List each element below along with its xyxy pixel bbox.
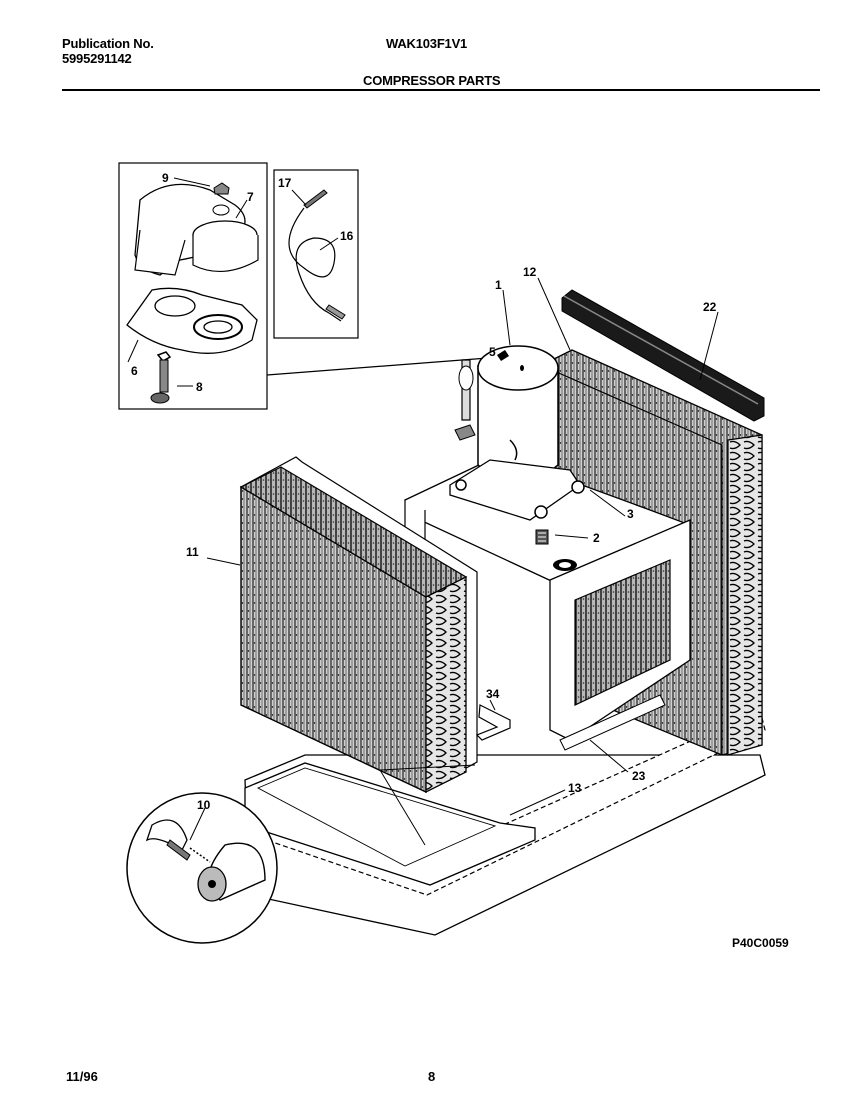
detail-circle	[126, 792, 278, 944]
callout-numbers: 9 7 6 8 17 16 1 12 22 5 3 2 11 34 13 23 …	[131, 171, 717, 812]
callout-23: 23	[632, 769, 646, 783]
publication-number: 5995291142	[62, 51, 132, 66]
callout-16: 16	[340, 229, 354, 243]
callout-34: 34	[486, 687, 500, 701]
callout-9: 9	[162, 171, 169, 185]
callout-11: 11	[186, 545, 199, 559]
sensor-inset	[273, 169, 359, 339]
callout-10: 10	[197, 798, 211, 812]
publication-label: Publication No.	[62, 36, 154, 51]
callout-12: 12	[523, 265, 537, 279]
inset-leader	[266, 357, 489, 376]
drain-tray	[244, 762, 536, 886]
callout-7: 7	[247, 190, 254, 204]
evaporator-coil	[239, 456, 478, 846]
callout-8: 8	[196, 380, 203, 394]
callout-13: 13	[568, 781, 582, 795]
divider-frame	[549, 519, 691, 751]
callout-3: 3	[627, 507, 634, 521]
model-number: WAK103F1V1	[386, 36, 468, 51]
callout-6: 6	[131, 364, 138, 378]
header-rule	[62, 89, 820, 91]
compressor	[449, 345, 585, 545]
footer-date: 11/96	[66, 1069, 98, 1084]
callout-2: 2	[593, 531, 600, 545]
page-number: 8	[428, 1069, 436, 1084]
callout-22: 22	[703, 300, 717, 314]
callout-17: 17	[278, 176, 292, 190]
mounting-parts-inset	[118, 162, 268, 410]
bracket-34	[475, 704, 511, 741]
section-title: COMPRESSOR PARTS	[363, 73, 501, 88]
callout-1: 1	[495, 278, 502, 292]
drawing-code: P40C0059	[732, 936, 789, 950]
leader-lines	[189, 277, 719, 841]
callout-5: 5	[489, 345, 496, 359]
